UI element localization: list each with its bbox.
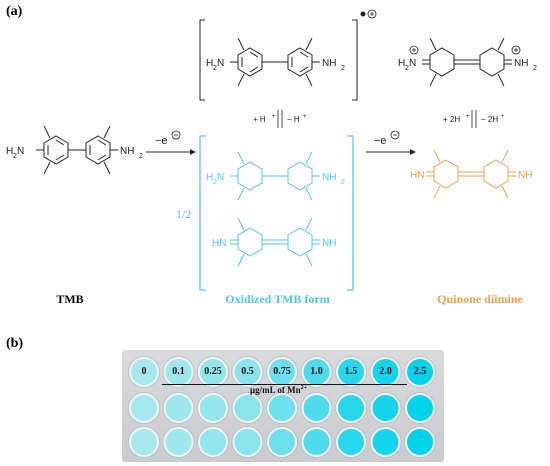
concentration-row: 0 0.1 0.25 0.5 0.75 1.0 1.5 2.0 2.5 [122, 366, 444, 382]
well [338, 395, 364, 421]
arrow-step2-head [410, 149, 416, 155]
quinone-caption: Quinone diimine [437, 292, 523, 306]
dication-plus-right [511, 45, 521, 55]
oxidized-upper-molecule [230, 151, 320, 201]
panel-a-label: (a) [6, 4, 23, 19]
dication-molecule [422, 37, 512, 87]
arrow-step2-label: −e [374, 135, 387, 147]
dication-plus-left [409, 45, 419, 55]
well [372, 429, 399, 455]
oxidized-lower-molecule [230, 217, 320, 267]
svg-text:+: + [272, 114, 276, 120]
concentration-label: 1.0 [310, 366, 323, 377]
svg-text:+: + [501, 114, 505, 120]
well [234, 429, 261, 455]
concentration-label: 2.0 [379, 366, 392, 377]
radical-nh2: NH [322, 58, 336, 69]
concentration-label: 0 [141, 366, 147, 377]
tmb-h2n-n: N [17, 146, 24, 157]
tmb-caption: TMB [56, 292, 84, 306]
tmb-molecule [36, 125, 118, 175]
electron-minus-1 [171, 130, 181, 140]
well [338, 359, 364, 385]
svg-text:2: 2 [533, 65, 537, 72]
well [303, 429, 330, 455]
oxidized-caption: Oxidized TMB form [225, 292, 330, 306]
well [165, 429, 192, 455]
svg-text:2: 2 [213, 179, 217, 186]
svg-text:2: 2 [341, 179, 345, 186]
concentration-label: 2.5 [413, 366, 427, 377]
well [407, 395, 433, 421]
concentration-label: 0.25 [204, 366, 222, 377]
well-plate-photo [122, 350, 444, 462]
svg-text:2: 2 [405, 65, 409, 72]
concentration-label: 0.1 [172, 366, 185, 377]
arrow-step1-head [190, 149, 196, 155]
quinone-nh: NH [518, 170, 532, 181]
tmb-nh2-label: NH [120, 146, 134, 157]
well [407, 359, 433, 385]
concentration-label: 1.5 [344, 366, 358, 377]
dication-h2n: H [398, 58, 405, 69]
well [200, 429, 226, 455]
svg-text:+: + [466, 114, 470, 120]
concentration-label: 0.75 [273, 366, 291, 377]
well [269, 395, 295, 421]
well [407, 429, 433, 455]
well [269, 359, 295, 385]
well [165, 395, 192, 421]
well [131, 395, 157, 421]
oxidized-nh: NH [322, 238, 336, 249]
left-eq-plus: + H [253, 115, 266, 124]
well-plate [128, 356, 436, 458]
half-coefficient: 1/2 [176, 207, 191, 221]
oxidized-tmb-bracket [199, 135, 354, 291]
quinone-hn: HN [410, 170, 424, 181]
svg-text:H: H [206, 172, 213, 183]
well [131, 359, 157, 385]
well [234, 395, 261, 421]
tmb-h2n-sub: 2 [13, 153, 17, 160]
oxidized-hn: HN [212, 238, 226, 249]
svg-text:2: 2 [341, 65, 345, 72]
well [234, 359, 261, 385]
radical-dot [360, 11, 366, 17]
svg-text:+: + [303, 114, 307, 120]
radical-cation-molecule [199, 19, 358, 101]
panel-b-label: (b) [6, 336, 24, 351]
well [269, 429, 295, 455]
reaction-scheme: H 2 N NH 2 −e H 2 N NH 2 + H + − H + 1/2 [6, 9, 537, 291]
well [303, 359, 330, 385]
concentration-label: 0.5 [241, 366, 254, 377]
svg-text:N: N [217, 172, 224, 183]
left-eq-minus: − H [287, 115, 300, 124]
well [131, 429, 157, 455]
svg-text:2: 2 [213, 65, 217, 72]
well [200, 359, 226, 385]
plus-charge [367, 9, 377, 19]
svg-text:N: N [217, 58, 224, 69]
quinone-diimine-molecule [426, 149, 516, 199]
tmb-h2n-label: H [6, 146, 13, 157]
well [303, 395, 330, 421]
svg-text:N: N [409, 58, 416, 69]
svg-text:NH: NH [322, 172, 336, 183]
electron-minus-2 [390, 130, 400, 140]
unit-label: μg/mL of Mn2+ [250, 385, 308, 395]
well [165, 359, 192, 385]
mn-scale-line [162, 384, 407, 385]
dication-nh2: NH [514, 58, 528, 69]
well [338, 429, 364, 455]
well [200, 395, 226, 421]
well [372, 359, 399, 385]
arrow-step1-label: −e [155, 135, 168, 147]
well [372, 395, 399, 421]
tmb-nh2-sub: 2 [139, 153, 143, 160]
right-eq-minus: − 2H [481, 115, 498, 124]
right-eq-plus: + 2H [443, 115, 460, 124]
radical-h2n: H [206, 58, 213, 69]
